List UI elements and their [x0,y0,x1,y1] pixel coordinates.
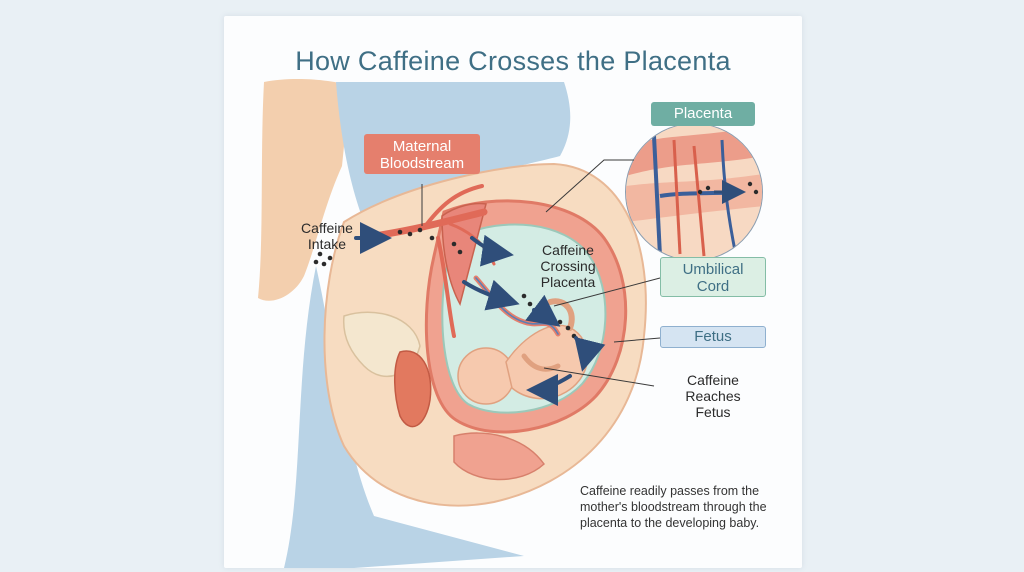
maternal-label-line1: Maternal [392,138,452,155]
caffeine-crossing-label: Caffeine Crossing Placenta [528,242,608,290]
caption-line2: mother's bloodstream through the [580,500,767,514]
caffeine-reaches-label: Caffeine Reaches Fetus [672,372,754,420]
page-title: How Caffeine Crosses the Placenta [295,46,731,76]
pointer-lines [421,159,661,387]
caption-line3: placenta to the developing baby. [580,516,760,530]
maternal-bloodstream-label: Maternal Bloodstream [364,134,480,174]
cord-label-line1: Umbilical [682,261,744,278]
crossing-label-line3: Placenta [540,274,596,290]
diagram-card: How Caffeine Crosses the Placenta Matern… [224,16,802,568]
reaches-label-line3: Fetus [695,404,731,420]
flow-arrows [354,222,606,406]
explanatory-caption: Caffeine readily passes from the mother'… [580,483,790,531]
placenta-zoom-inset [625,123,763,261]
crossing-label-line2: Crossing [540,258,596,274]
placenta-label: Placenta [651,102,755,126]
placenta-tissue [441,202,487,307]
reaches-label-line2: Reaches [685,388,741,404]
lower-uterus [453,432,545,481]
reaches-label-line1: Caffeine [687,372,739,388]
intake-label-line2: Intake [307,236,347,252]
intake-label-line1: Caffeine [301,220,353,236]
bladder [393,350,432,428]
crossing-label-line1: Caffeine [542,242,594,258]
maternal-arm [258,79,350,301]
pregnancy-illustration [258,79,763,568]
fetus-label: Fetus [660,326,766,348]
caffeine-intake-label: Caffeine Intake [294,220,360,252]
caption-line1: Caffeine readily passes from the [580,484,760,498]
maternal-label-line2: Bloodstream [379,155,465,172]
maternal-lower-garment [284,266,524,568]
umbilical-cord-label: Umbilical Cord [660,257,766,297]
cord-label-line2: Cord [696,278,730,295]
